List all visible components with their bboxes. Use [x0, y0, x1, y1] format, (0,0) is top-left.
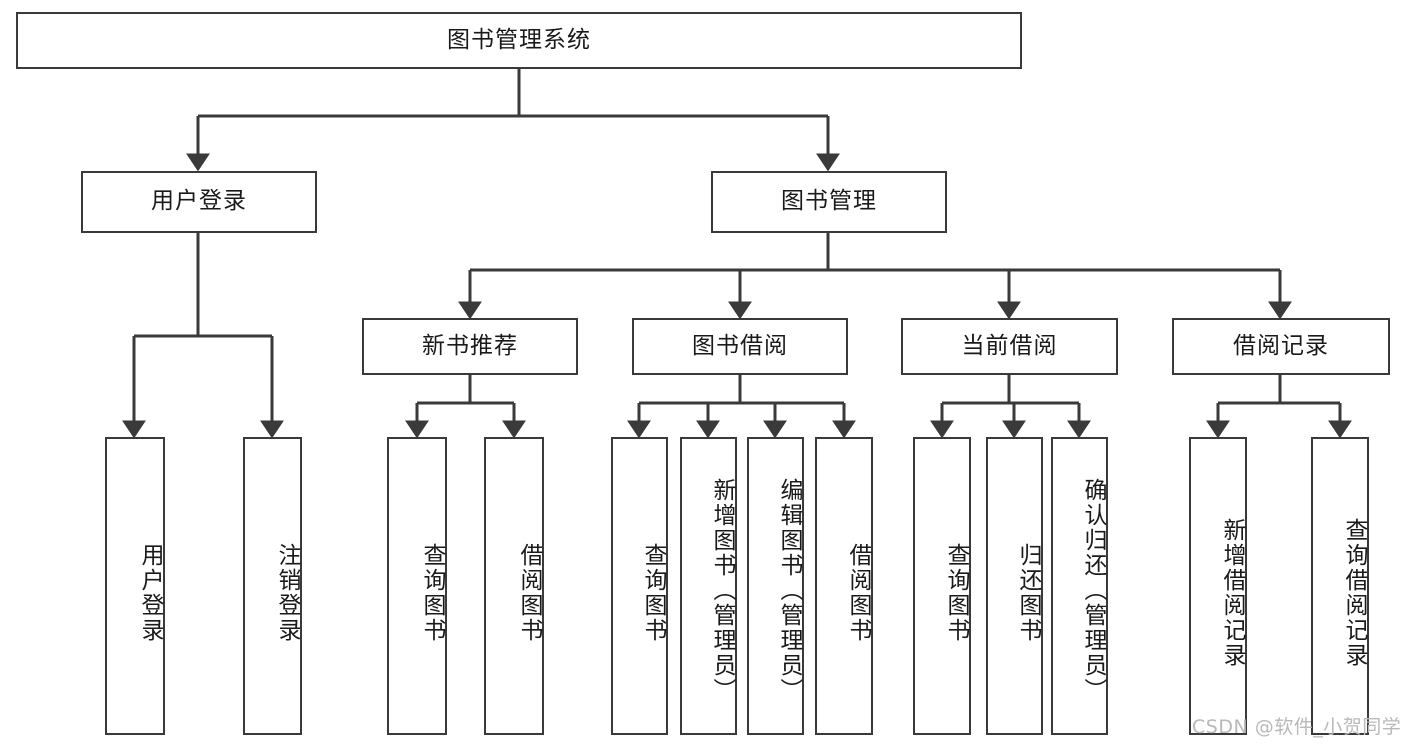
csdn-watermark: CSDN @软件_小贺同学 — [1192, 716, 1402, 738]
node-borrow-record[interactable]: 借阅记录 — [1172, 318, 1390, 375]
node-user-login-label: 用户登录 — [151, 188, 247, 215]
leaf-query-book-recommend-label: 查询图书 — [419, 543, 445, 643]
leaf-add-borrow-record[interactable]: 新增借阅记录 — [1189, 437, 1247, 735]
leaf-confirm-return-admin[interactable]: 确认归还（管理员） — [1051, 437, 1108, 735]
leaf-query-book-current[interactable]: 查询图书 — [913, 437, 971, 735]
node-new-book-recommend-label: 新书推荐 — [422, 332, 518, 359]
leaf-query-borrow-record[interactable]: 查询借阅记录 — [1311, 437, 1369, 735]
node-root[interactable]: 图书管理系统 — [16, 12, 1022, 69]
leaf-add-borrow-record-label: 新增借阅记录 — [1219, 518, 1245, 668]
node-book-manage[interactable]: 图书管理 — [711, 171, 947, 233]
leaf-logout[interactable]: 注销登录 — [243, 437, 302, 735]
leaf-borrow-book-borrow[interactable]: 借阅图书 — [815, 437, 873, 735]
node-user-login[interactable]: 用户登录 — [81, 171, 317, 233]
node-current-borrow-label: 当前借阅 — [961, 332, 1058, 359]
leaf-query-book-current-label: 查询图书 — [943, 543, 969, 643]
node-book-borrow[interactable]: 图书借阅 — [632, 318, 848, 375]
leaf-edit-book-admin-label: 编辑图书（管理员） — [776, 477, 802, 703]
leaf-logout-label: 注销登录 — [274, 543, 300, 643]
node-root-label: 图书管理系统 — [447, 26, 591, 53]
leaf-borrow-book-recommend[interactable]: 借阅图书 — [484, 437, 544, 735]
node-borrow-record-label: 借阅记录 — [1233, 332, 1329, 359]
leaf-confirm-return-admin-label: 确认归还（管理员） — [1080, 477, 1106, 703]
node-book-manage-label: 图书管理 — [781, 188, 877, 215]
node-new-book-recommend[interactable]: 新书推荐 — [362, 318, 578, 375]
leaf-query-book-recommend[interactable]: 查询图书 — [387, 437, 447, 735]
leaf-add-book-admin[interactable]: 新增图书（管理员） — [680, 437, 737, 735]
node-book-borrow-label: 图书借阅 — [692, 332, 788, 359]
leaf-query-borrow-record-label: 查询借阅记录 — [1341, 518, 1367, 668]
node-current-borrow[interactable]: 当前借阅 — [901, 318, 1118, 375]
leaf-borrow-book-borrow-label: 借阅图书 — [845, 543, 871, 643]
leaf-user-login[interactable]: 用户登录 — [105, 437, 165, 735]
leaf-return-book-label: 归还图书 — [1015, 543, 1041, 643]
leaf-borrow-book-recommend-label: 借阅图书 — [516, 543, 542, 643]
leaf-return-book[interactable]: 归还图书 — [986, 437, 1043, 735]
leaf-query-book-borrow-label: 查询图书 — [640, 543, 666, 643]
leaf-user-login-label: 用户登录 — [137, 543, 163, 643]
leaf-query-book-borrow[interactable]: 查询图书 — [611, 437, 668, 735]
leaf-add-book-admin-label: 新增图书（管理员） — [709, 477, 735, 703]
leaf-edit-book-admin[interactable]: 编辑图书（管理员） — [747, 437, 804, 735]
